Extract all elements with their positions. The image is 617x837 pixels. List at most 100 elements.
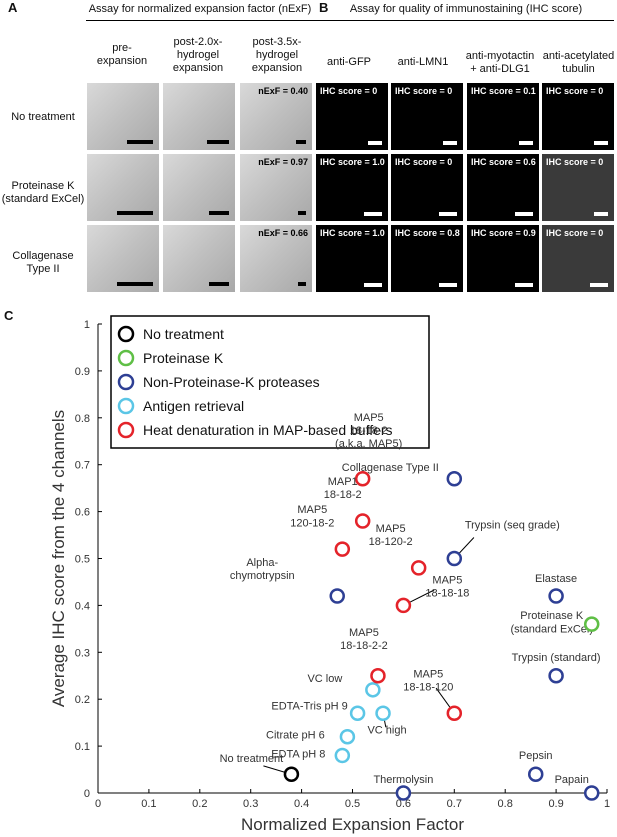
worm-image [163, 83, 235, 150]
ihc-score-label: IHC score = 1.0 [320, 228, 385, 238]
scale-bar [515, 283, 533, 287]
point-label: Proteinase K(standard ExCel) [510, 610, 593, 635]
ihc-score-label: IHC score = 0 [546, 228, 604, 238]
ihc-score-label: IHC score = 0 [546, 157, 604, 167]
point-label: Papain [555, 774, 589, 786]
ihc-image: IHC score = 0 [542, 225, 614, 292]
panel-a-header: Assay for normalized expansion factor (n… [88, 3, 312, 15]
legend-marker [117, 325, 135, 343]
ihc-score-label: IHC score = 1.0 [320, 157, 385, 167]
data-point [334, 747, 351, 764]
legend-marker [117, 349, 135, 367]
data-point [410, 560, 427, 576]
scale-bar [594, 212, 608, 216]
panel-b-header: Assay for quality of immunostaining (IHC… [349, 3, 583, 15]
panel-a-col-pre: pre- expansion [86, 42, 158, 68]
legend-label: No treatment [143, 326, 224, 342]
point-label: EDTA-Tris pH 9 [271, 700, 347, 712]
panel-a-col-35x: post-3.5x- hydrogel expansion [241, 36, 313, 75]
scale-bar [117, 282, 153, 286]
point-label: Thermolysin [373, 774, 433, 786]
x-tick-label: 0.6 [396, 798, 411, 810]
ihc-score-label: IHC score = 0 [395, 86, 453, 96]
worm-image [87, 83, 159, 150]
data-point [395, 597, 412, 614]
scale-bar [439, 212, 457, 216]
ihc-score-label: IHC score = 0.6 [471, 157, 536, 167]
x-tick-label: 0.5 [345, 798, 360, 810]
panel-c-letter: C [4, 308, 14, 323]
x-axis-label: Normalized Expansion Factor [241, 815, 464, 834]
ihc-image: IHC score = 0 [391, 154, 463, 221]
col-label: post-3.5x- hydrogel expansion [251, 36, 303, 74]
legend-box [110, 315, 430, 449]
x-tick-label: 0.1 [141, 798, 156, 810]
scale-bar [298, 282, 306, 286]
row-label: No treatment [11, 111, 75, 123]
data-point [349, 705, 366, 722]
point-label: Alpha-chymotrypsin [230, 557, 295, 582]
scale-bar [127, 140, 153, 144]
y-tick-label: 0.3 [75, 647, 90, 659]
point-label: VC low [307, 673, 342, 685]
worm-image: nExF = 0.66 [240, 225, 312, 292]
scale-bar [519, 141, 533, 145]
data-point [583, 785, 600, 801]
panel-a-col-2x: post-2.0x- hydrogel expansion [158, 36, 238, 75]
data-point [334, 541, 351, 557]
nexf-label: nExF = 0.66 [258, 228, 308, 238]
data-point [446, 550, 463, 567]
ihc-image: IHC score = 0 [391, 83, 463, 150]
worm-image: nExF = 0.40 [240, 83, 312, 150]
ihc-image: IHC score = 0.6 [467, 154, 539, 221]
ihc-score-label: IHC score = 0.9 [471, 228, 536, 238]
x-tick-label: 0.3 [243, 798, 258, 810]
panel-b-col-tubulin: anti-acetylated tubulin [540, 50, 617, 76]
point-label: Collagenase Type II [342, 462, 439, 474]
x-tick-label: 0.4 [294, 798, 309, 810]
panel-a-row-collagenase: Collagenase Type II [0, 250, 86, 276]
data-point [365, 682, 381, 698]
panel-b-letter: B [319, 0, 329, 15]
legend-label: Non-Proteinase-K proteases [143, 374, 320, 390]
legend-marker [117, 397, 135, 415]
point-label: Pepsin [519, 750, 553, 762]
panel-b-header-rule [318, 20, 614, 21]
col-label: anti-GFP [326, 56, 371, 68]
scale-bar [439, 283, 457, 287]
y-tick-label: 0.4 [75, 600, 90, 612]
scale-bar [207, 140, 229, 144]
x-tick-label: 1 [604, 798, 610, 810]
col-label: anti-acetylated tubulin [542, 50, 615, 75]
data-point [354, 513, 371, 529]
data-point [339, 728, 356, 745]
row-label: Collagenase Type II [12, 250, 74, 275]
scale-bar [209, 211, 229, 215]
ihc-image: IHC score = 0 [542, 83, 614, 150]
scale-bar [364, 283, 382, 287]
scale-bar [298, 211, 306, 215]
nexf-label: nExF = 0.40 [258, 86, 308, 96]
data-point [354, 471, 371, 487]
scale-bar [209, 282, 229, 286]
data-point [527, 766, 544, 782]
scale-bar [368, 141, 382, 145]
ihc-image: IHC score = 1.0 [316, 225, 388, 292]
data-point [446, 705, 463, 722]
point-label: Citrate pH 6 [266, 730, 325, 742]
data-point [395, 785, 412, 801]
y-tick-label: 0.7 [75, 460, 90, 472]
y-tick-label: 0.1 [75, 741, 90, 753]
x-tick-label: 0.8 [498, 798, 513, 810]
point-label: VC high [367, 724, 406, 736]
panel-b-col-myotactin: anti-myotactin + anti-DLG1 [460, 50, 540, 76]
worm-image [163, 225, 235, 292]
scale-bar [515, 212, 533, 216]
